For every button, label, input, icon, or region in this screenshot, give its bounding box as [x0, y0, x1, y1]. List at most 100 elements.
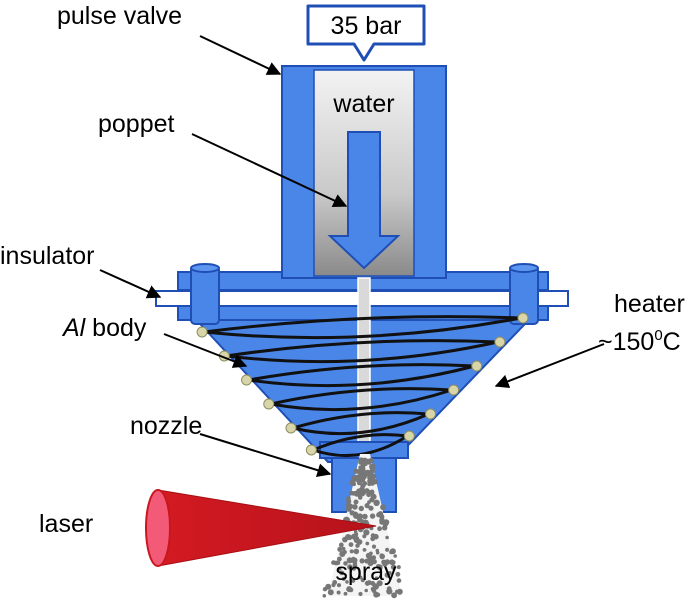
spray-droplet [357, 513, 363, 520]
temperature-superscript: 0 [654, 327, 662, 344]
coil-bead [403, 430, 415, 442]
nozzle-arrow [199, 433, 332, 477]
al-body-label-al: Al [61, 314, 87, 342]
spray-droplet [362, 481, 368, 486]
spray-droplet [369, 551, 373, 556]
spray-droplet [396, 565, 401, 570]
spray-droplet [390, 564, 397, 570]
spray-droplet [380, 504, 386, 511]
poppet-label: poppet [98, 110, 175, 138]
spray-droplet [346, 496, 351, 501]
spray-droplet [396, 578, 402, 583]
spray-droplet [359, 558, 365, 564]
spray-droplet [367, 460, 371, 464]
spray-droplet [379, 553, 386, 560]
spray-droplet [382, 521, 389, 527]
spray-droplet [369, 489, 375, 496]
spray-droplet [370, 536, 376, 542]
heater-label: heater [614, 290, 685, 318]
coil-bead [425, 408, 437, 420]
spray-droplet [376, 564, 383, 571]
spray-droplet [391, 592, 397, 599]
spray-droplet [347, 503, 354, 510]
spray-droplet [379, 520, 384, 525]
spray-droplet [395, 571, 401, 577]
spray-droplet [346, 557, 353, 564]
pressure-inlet [306, 4, 426, 62]
spray-droplet [353, 530, 358, 534]
right-bolt [509, 263, 539, 325]
spray-droplet [360, 578, 365, 583]
spray-droplet [351, 556, 356, 561]
spray-droplet [331, 582, 336, 588]
temperature-unit: C [663, 328, 681, 356]
spray-droplet [343, 591, 348, 596]
spray-droplet [351, 566, 357, 571]
spray-droplet [364, 503, 370, 509]
spray-droplet [347, 564, 353, 570]
spray-droplet [352, 491, 357, 495]
spray-droplet [366, 580, 372, 586]
spray-droplet [367, 470, 374, 477]
spray-droplet [389, 550, 394, 555]
al-body-arrow [163, 333, 248, 368]
al-body-label-body: body [85, 314, 147, 342]
spray-droplet [338, 542, 344, 548]
spray-droplet [362, 548, 367, 552]
spray-droplet [353, 548, 360, 555]
coil-bead [263, 398, 275, 410]
coil-bead [494, 336, 506, 348]
spray-droplet [395, 589, 400, 594]
coil-bead [448, 384, 460, 396]
spray-droplet [368, 505, 374, 511]
spray-droplet [384, 572, 391, 578]
spray-droplet [335, 560, 341, 565]
spray-droplet [364, 488, 370, 494]
pressure-label: 35 bar [331, 12, 402, 40]
spray-droplet [374, 576, 379, 580]
spray-droplet [346, 586, 353, 593]
spray-droplet [358, 591, 363, 597]
spray-droplet [337, 546, 343, 552]
spray-droplet [345, 534, 352, 540]
spray-droplet [358, 457, 365, 464]
spray-droplet [337, 556, 342, 562]
spray-droplet [345, 580, 349, 584]
spray-droplet [352, 482, 356, 487]
spray-droplet [369, 497, 375, 503]
spray-droplet [385, 547, 390, 552]
spray-droplet [377, 526, 382, 532]
coil-bead [241, 374, 253, 386]
spray-droplet [348, 542, 354, 547]
coil-bead [305, 444, 317, 456]
spray-droplet [337, 566, 342, 571]
spray-droplet [373, 499, 380, 506]
spray-droplet [358, 575, 363, 580]
spray-droplet [341, 546, 346, 551]
spray-label: spray [335, 558, 397, 586]
spray-droplet [369, 475, 375, 481]
nozzle-label: nozzle [130, 412, 202, 440]
spray-droplet [336, 590, 341, 595]
spray-droplet [355, 543, 360, 548]
coil-bead [285, 422, 297, 434]
spray-droplet [339, 551, 346, 557]
spray-droplet [361, 467, 366, 472]
temperature-label: ~1500C [598, 327, 681, 356]
spray-droplet [349, 549, 354, 554]
spray-droplet [353, 499, 359, 505]
temperature-value: ~150 [598, 328, 654, 356]
spray-droplet [339, 570, 345, 576]
spray-droplet [357, 476, 363, 482]
coil-bead [471, 360, 483, 372]
poppet-arrow [191, 133, 348, 208]
spray-droplet [385, 535, 389, 540]
spray-droplet [341, 576, 346, 581]
spray-droplet [365, 541, 370, 546]
spray-droplet [362, 513, 368, 520]
coil-bead [517, 312, 529, 324]
spray-droplet [351, 535, 356, 540]
spray-droplet [322, 594, 327, 598]
spray-droplet [336, 583, 342, 588]
